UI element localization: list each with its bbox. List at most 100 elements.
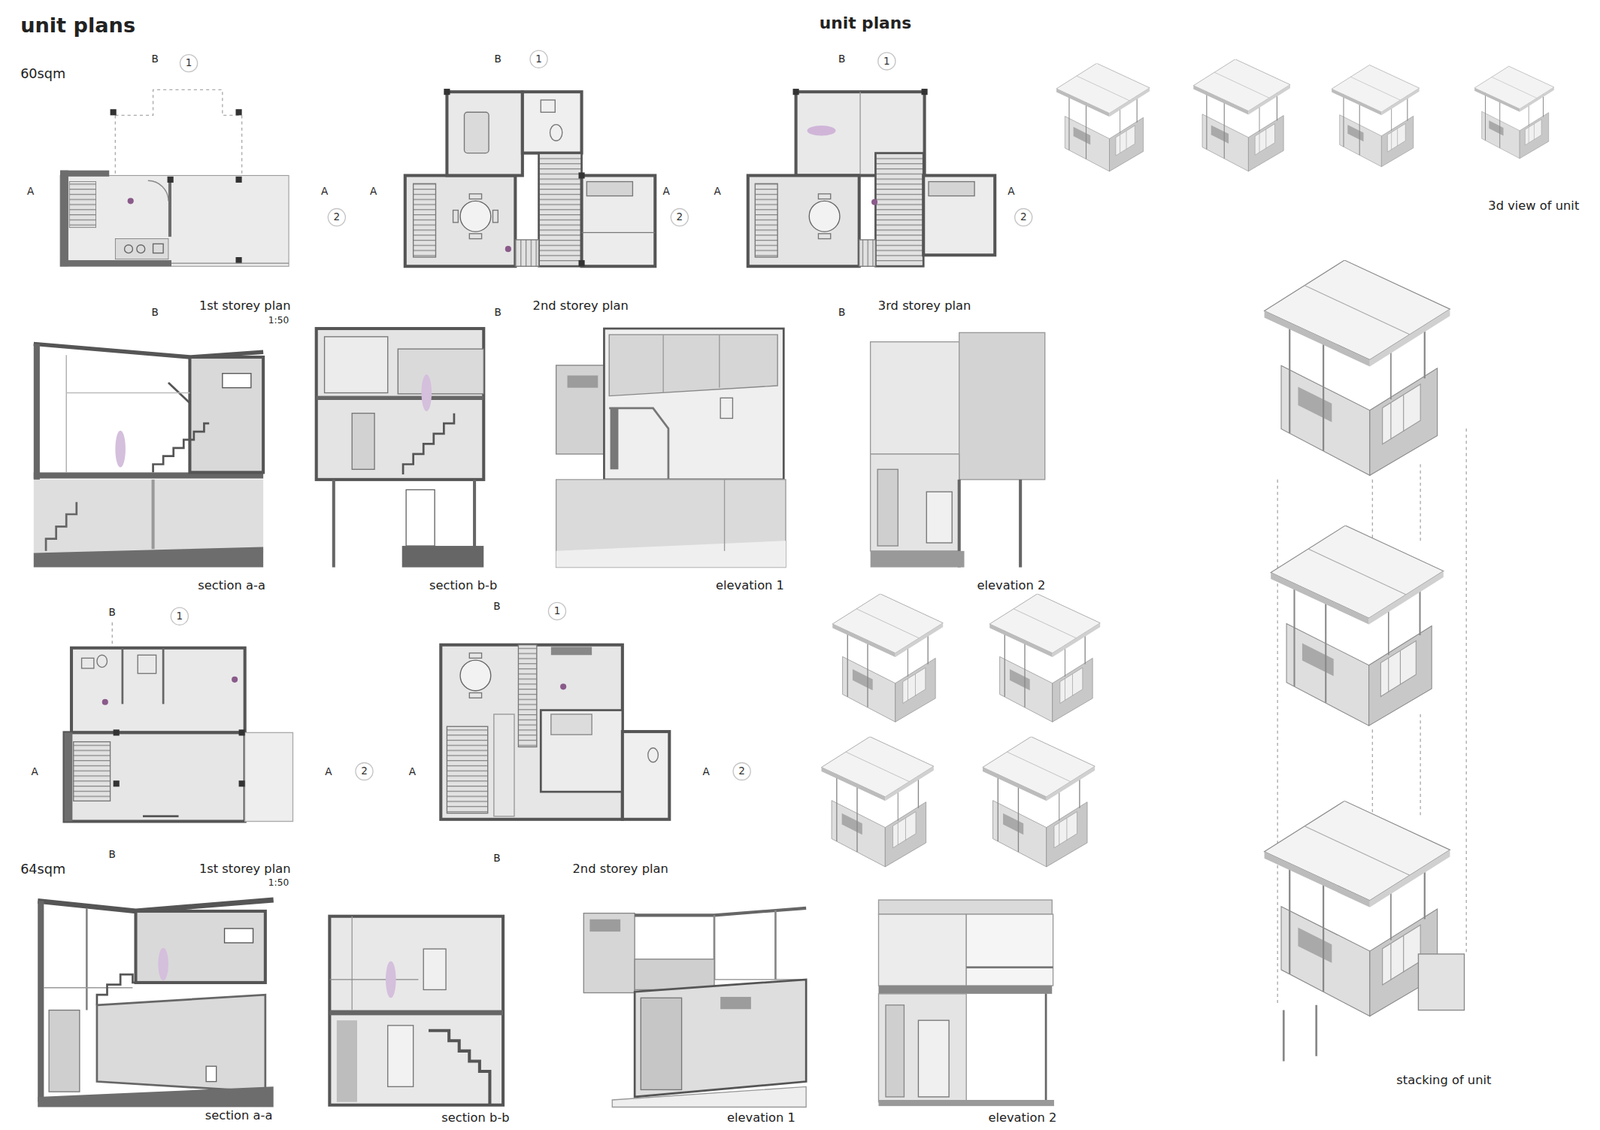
drawing-label: B (494, 306, 502, 319)
polygon-shape (33, 546, 264, 567)
rect-shape (1418, 954, 1464, 1011)
rect-shape (469, 193, 482, 200)
rect-shape (387, 1025, 414, 1087)
circle-shape (136, 245, 146, 254)
sheet-title: unit plans (20, 14, 136, 37)
label-text: A (702, 766, 710, 778)
label-text: 1st storey plan (199, 298, 291, 313)
rect-shape (48, 1010, 80, 1093)
line-shape (472, 479, 476, 552)
drawing-label: A (369, 184, 377, 197)
rect-shape (966, 914, 1053, 986)
drawing-label: 60sqm (20, 66, 66, 82)
drawing-label: B (838, 306, 846, 319)
rect-shape (397, 348, 484, 394)
rect-shape (551, 714, 592, 735)
drawing-label: 1st storey plan (199, 299, 291, 313)
ellipse-shape (807, 125, 837, 137)
drawing-label: 64sqm (20, 862, 66, 877)
label-text: 1:50 (268, 877, 289, 888)
rect-shape (110, 109, 117, 116)
label-text: B (109, 606, 116, 619)
rect-shape (522, 91, 582, 153)
rect-shape (60, 170, 110, 177)
drawing-label: elevation 2 (987, 1111, 1057, 1125)
line-shape (332, 479, 336, 568)
rect-shape (622, 731, 670, 820)
drawing-label: B (493, 600, 500, 613)
rect-shape (518, 645, 537, 748)
rect-shape (236, 109, 243, 116)
label-text: B (494, 306, 502, 319)
line-shape (1045, 993, 1048, 1103)
line-shape (1419, 714, 1421, 817)
rect-shape (918, 1020, 949, 1097)
grid-number: 1 (554, 606, 561, 617)
rect-shape (793, 88, 800, 95)
section-64-bb (329, 916, 504, 1106)
grid-bubble: 2 (327, 208, 346, 227)
line-shape (151, 479, 155, 549)
plan-60-second (405, 88, 656, 267)
rect-shape (603, 328, 784, 480)
unit-views-3d (821, 59, 1555, 867)
path-shape (428, 1030, 490, 1106)
label-text: 1:50 (268, 315, 289, 326)
line-shape (1018, 479, 1022, 568)
rect-shape (413, 183, 437, 258)
rect-shape (818, 233, 831, 240)
rect-shape (926, 491, 952, 543)
line-shape (1276, 479, 1278, 1006)
label-text: section a-a (197, 578, 266, 593)
grid-number: 1 (535, 54, 543, 65)
label-text: B (151, 53, 159, 65)
rect-shape (71, 648, 246, 734)
label-text: 3d view of unit (1487, 198, 1579, 213)
ellipse-shape (385, 960, 397, 998)
drawing-label: stacking of unit (1396, 1073, 1491, 1088)
label-text: elevation 1 (727, 1110, 796, 1125)
rect-shape (316, 396, 485, 400)
line-shape (329, 978, 419, 980)
rect-shape (870, 454, 960, 552)
line-shape (662, 334, 664, 393)
ellipse-shape (96, 654, 108, 667)
drawing-label: A (321, 184, 328, 197)
rect-shape (469, 692, 482, 698)
rect-shape (878, 1100, 1055, 1107)
drawing-label: 3rd storey plan (878, 299, 971, 313)
rect-shape (423, 948, 446, 990)
rect-shape (137, 654, 156, 673)
plan-60-third (748, 88, 995, 267)
rect-shape (818, 193, 831, 200)
drawing-label: 1st storey plan (199, 862, 291, 876)
rect-shape (453, 210, 459, 223)
line-shape (859, 91, 861, 176)
grid-number: 2 (738, 766, 746, 777)
drawing-label: B (494, 53, 502, 65)
use-shape (1193, 59, 1291, 172)
label-text: A (27, 184, 34, 197)
line-shape (1466, 428, 1467, 955)
line-shape (1315, 1005, 1318, 1057)
label-text: B (493, 852, 500, 864)
unit-stacking (1264, 260, 1467, 1061)
label-text: A (663, 184, 670, 197)
rect-shape (64, 732, 246, 822)
rect-shape (539, 153, 582, 267)
rect-shape (556, 365, 605, 455)
rect-shape (870, 551, 965, 568)
drawing-label: A (409, 766, 416, 778)
rect-shape (136, 911, 266, 983)
rect-shape (60, 260, 172, 267)
drawing-label: B (493, 852, 500, 864)
polygon-shape (634, 979, 807, 1097)
rect-shape (469, 233, 482, 240)
use-shape (989, 593, 1100, 722)
section-64-aa (37, 900, 273, 1108)
line-shape (112, 622, 113, 646)
ellipse-shape (648, 748, 659, 763)
grid-bubble: 1 (529, 50, 548, 69)
